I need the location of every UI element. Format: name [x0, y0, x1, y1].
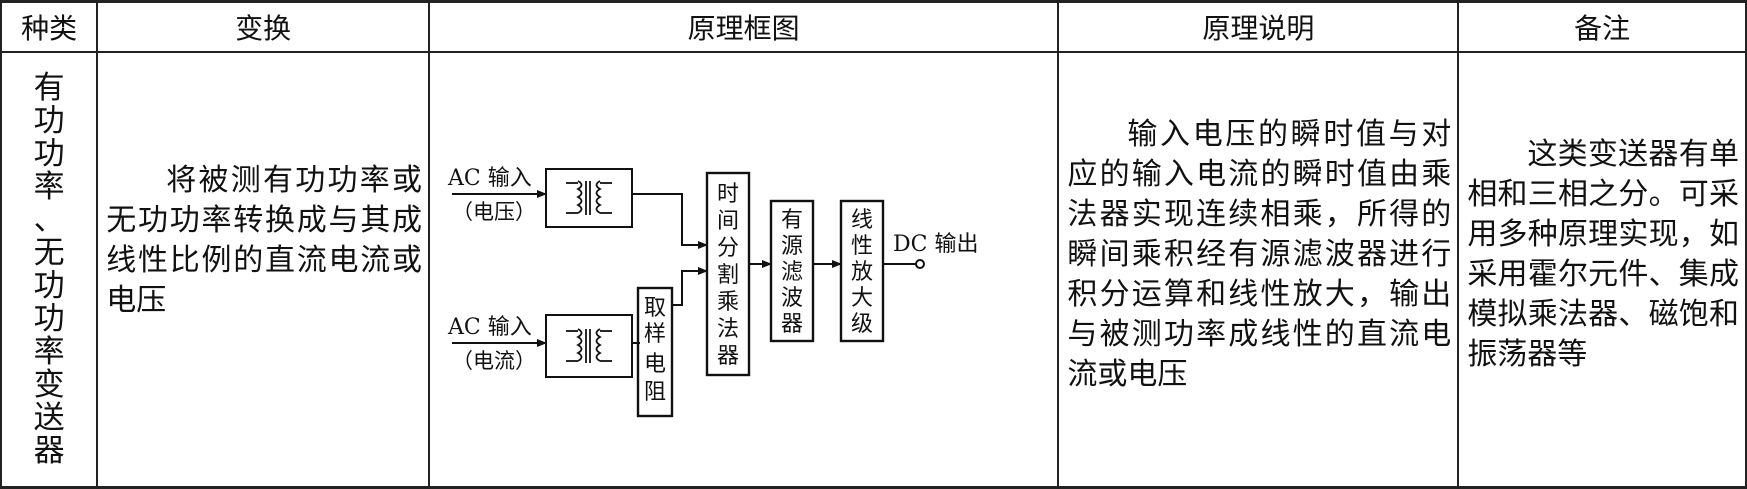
principle-cell: 输入电压的瞬时值与对应的输入电流的瞬时值由乘法器实现连续相乘，所得的瞬间乘积经有…: [1057, 51, 1460, 489]
linear-amplifier-box: [839, 199, 885, 343]
type-char: 功: [33, 102, 65, 139]
note-cell: 这类变送器有单相和三相之分。可采用多种原理实现，如采用霍尔元件、集成模拟乘法器、…: [1457, 51, 1747, 489]
filter-char-0: 有: [781, 208, 803, 233]
type-char: 率: [33, 168, 65, 205]
sampling-char-0: 取: [644, 296, 666, 321]
mult-char-1: 间: [717, 209, 739, 234]
header-type: 种类: [0, 0, 99, 53]
sampling-char-1: 样: [644, 322, 666, 347]
header-transform: 变换: [96, 0, 430, 53]
type-char: 变: [33, 366, 65, 403]
input1-label: AC 输入: [447, 166, 532, 191]
block-diagram: AC 输入 （电压） AC 输入 （电流）: [447, 166, 978, 418]
filter-char-4: 器: [781, 312, 803, 337]
header-principle: 原理说明: [1057, 0, 1460, 53]
voltage-transformer-icon: [544, 168, 633, 228]
amp-char-2: 放: [851, 260, 873, 285]
active-filter-box: [769, 199, 815, 343]
type-char: 、: [33, 201, 65, 238]
input2-sub: （电流）: [452, 349, 536, 373]
output-terminal-icon: [914, 259, 925, 269]
type-vertical-text: 有功功率、无功功率变送器: [2, 69, 96, 469]
amp-char-3: 大: [851, 286, 873, 311]
type-char: 功: [33, 267, 65, 304]
header-diagram: 原理框图: [427, 0, 1060, 53]
type-cell: 有功功率、无功功率变送器: [0, 51, 99, 489]
sampling-char-2: 电: [644, 352, 666, 377]
power-transmitter-row: 有功功率、无功功率变送器 将被测有功功率或无功功率转换成与其成线性比例的直流电流…: [0, 51, 1747, 489]
diagram-cell: AC 输入 （电压） AC 输入 （电流）: [427, 51, 1060, 489]
header-row: 种类 变换 原理框图 原理说明 备注: [0, 0, 1747, 53]
principle-text: 输入电压的瞬时值与对应的输入电流的瞬时值由乘法器实现连续相乘，所得的瞬间乘积经有…: [1067, 116, 1452, 392]
mult-char-0: 时: [717, 182, 739, 207]
input2-label: AC 输入: [447, 315, 532, 340]
voltage-path: [631, 193, 708, 249]
transform-cell: 将被测有功功率或无功功率转换成与其成线性比例的直流电流或电压: [96, 51, 430, 489]
type-char: 器: [33, 432, 65, 469]
mult-char-5: 法: [717, 317, 739, 342]
input1-sub: （电压）: [452, 200, 536, 224]
type-char: 功: [33, 300, 65, 337]
type-char: 有: [33, 69, 65, 106]
output-label: DC 输出: [893, 232, 978, 257]
current-path: [671, 267, 708, 306]
sampling-char-3: 阻: [644, 380, 666, 405]
current-transformer-icon: [544, 314, 633, 378]
filter-char-1: 源: [781, 234, 803, 259]
type-char: 送: [33, 399, 65, 436]
mult-char-2: 分: [717, 236, 739, 261]
mult-char-6: 器: [717, 344, 739, 369]
type-char: 率: [33, 333, 65, 370]
multiplier-box: [705, 171, 751, 377]
mult-char-3: 割: [717, 263, 739, 288]
filter-char-2: 滤: [781, 260, 803, 285]
filter-char-3: 波: [781, 286, 803, 311]
amp-char-0: 线: [851, 208, 873, 233]
mult-char-4: 乘: [717, 290, 739, 315]
type-char: 功: [33, 135, 65, 172]
transform-text: 将被测有功功率或无功功率转换成与其成线性比例的直流电流或电压: [106, 162, 422, 318]
note-text: 这类变送器有单相和三相之分。可采用多种原理实现，如采用霍尔元件、集成模拟乘法器、…: [1467, 136, 1739, 372]
amp-char-4: 级: [851, 312, 873, 337]
type-char: 无: [33, 234, 65, 271]
amp-char-1: 性: [851, 234, 873, 259]
header-note: 备注: [1457, 0, 1747, 53]
sampling-resistor-box: [636, 286, 674, 418]
